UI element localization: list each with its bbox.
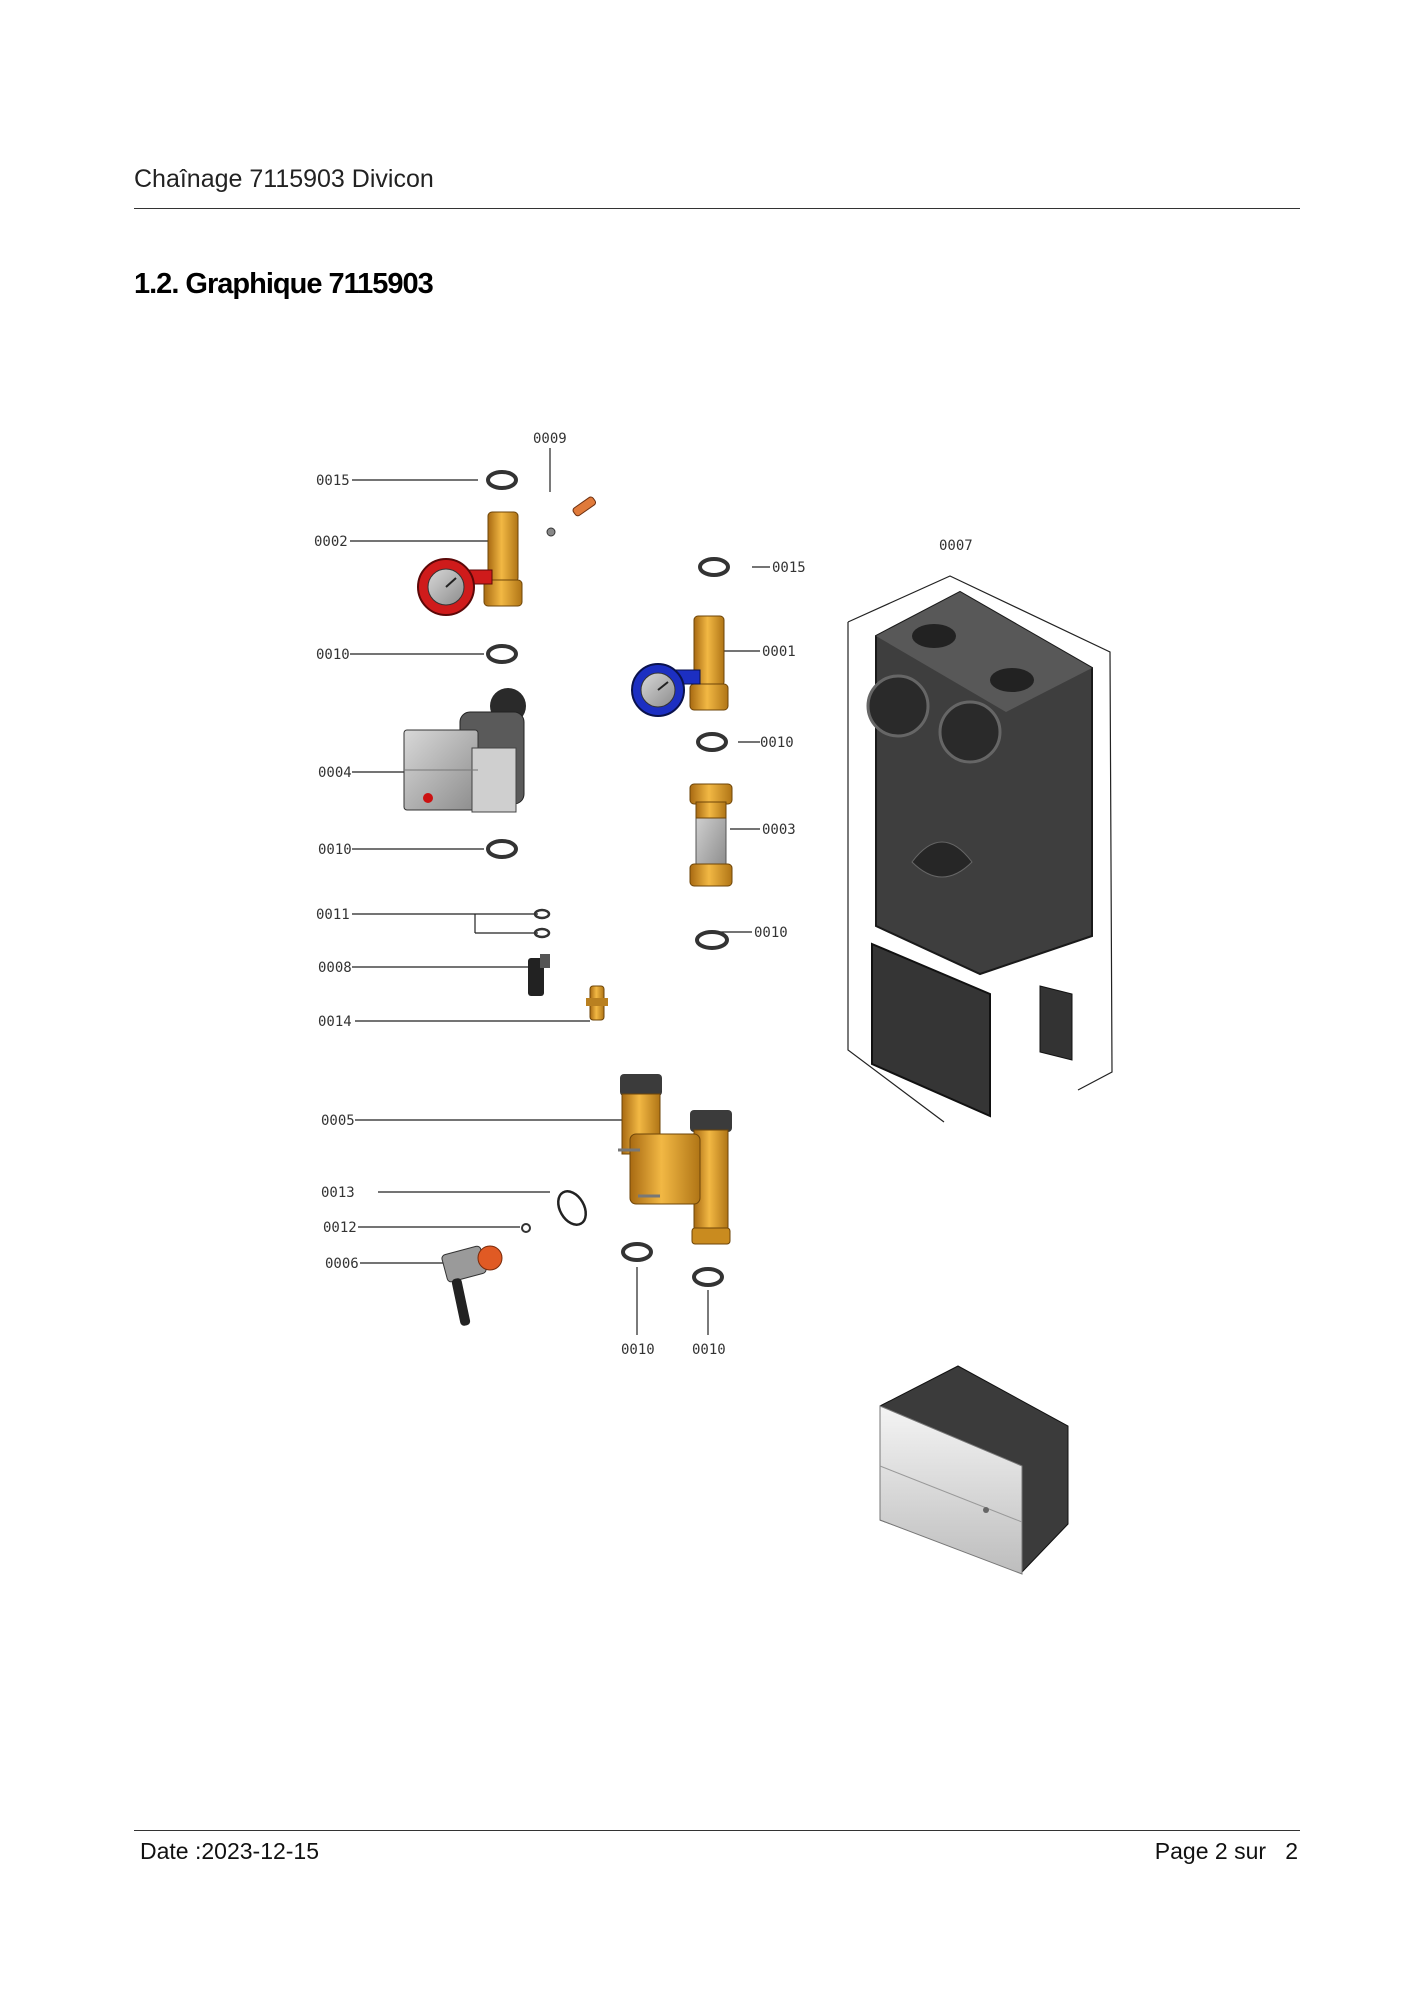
callout-0011: 0011 xyxy=(316,907,350,923)
document-header: Chaînage 7115903 Divicon xyxy=(134,165,434,193)
seal-0010-f xyxy=(692,1267,724,1287)
seal-0010-c xyxy=(696,732,728,752)
callout-0010-a: 0010 xyxy=(316,647,350,663)
callout-0007: 0007 xyxy=(939,538,973,554)
header-divider xyxy=(134,208,1300,209)
circulator-pump-0004 xyxy=(403,688,526,813)
callout-0012: 0012 xyxy=(323,1220,357,1236)
seal-0010-e xyxy=(621,1242,653,1262)
seal-0010-d xyxy=(695,930,729,950)
controller-housing xyxy=(879,1365,1069,1575)
callout-0001: 0001 xyxy=(762,644,796,660)
seal-0010-a xyxy=(486,644,518,664)
seal-0010-b xyxy=(486,839,518,859)
mixing-block-0005 xyxy=(618,1074,732,1245)
callout-0003: 0003 xyxy=(762,822,796,838)
insulation-shell-0007 xyxy=(847,575,1113,1123)
o-ring-0011-b xyxy=(533,927,551,939)
callout-0005: 0005 xyxy=(321,1113,355,1129)
mixer-motor-0006 xyxy=(441,1245,503,1326)
o-ring-0011-a xyxy=(533,908,551,920)
footer-date: Date :2023-12-15 xyxy=(140,1838,320,1864)
callout-0010-b: 0010 xyxy=(760,735,794,751)
callout-0002: 0002 xyxy=(314,534,348,550)
callout-0010-e: 0010 xyxy=(621,1342,655,1358)
fitting-0014 xyxy=(586,985,608,1021)
callout-0006: 0006 xyxy=(325,1256,359,1272)
callout-0013: 0013 xyxy=(321,1185,355,1201)
footer-page-number: Page 2 sur 2 xyxy=(1154,1838,1298,1864)
seal-0015-left xyxy=(486,470,518,490)
callout-0014: 0014 xyxy=(318,1014,352,1030)
seal-0015-right xyxy=(698,557,730,577)
callout-0015-left: 0015 xyxy=(316,473,350,489)
callout-0010-c: 0010 xyxy=(318,842,352,858)
section-title: 1.2. Graphique 7115903 xyxy=(134,268,434,300)
callout-labels: 0009 0015 0002 0015 0007 0010 0001 0004 … xyxy=(314,431,973,1358)
ball-valve-0002-red xyxy=(417,511,523,616)
vent-plug-0009 xyxy=(546,496,597,537)
callout-0010-f: 0010 xyxy=(692,1342,726,1358)
callout-0008: 0008 xyxy=(318,960,352,976)
callout-0009: 0009 xyxy=(533,431,567,447)
callout-0010-d: 0010 xyxy=(754,925,788,941)
ring-0012 xyxy=(521,1223,531,1233)
callout-0004: 0004 xyxy=(318,765,352,781)
flow-meter-0003 xyxy=(689,783,733,887)
footer-divider xyxy=(134,1830,1300,1831)
callout-0015-right: 0015 xyxy=(772,560,806,576)
o-ring-0013 xyxy=(557,1190,587,1226)
ball-valve-0001-blue xyxy=(631,615,729,717)
sensor-0008 xyxy=(528,954,550,996)
